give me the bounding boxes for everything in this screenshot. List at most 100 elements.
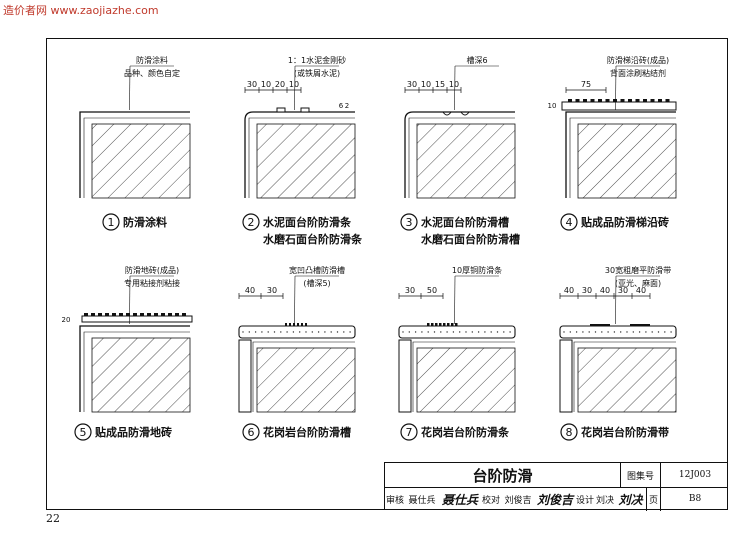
granite-speckle bbox=[626, 331, 628, 333]
design-label: 设计 bbox=[575, 495, 594, 506]
granite-speckle bbox=[280, 331, 282, 333]
designer-name: 刘决 bbox=[595, 495, 614, 506]
granite-speckle bbox=[588, 331, 590, 333]
caption-number: 2 bbox=[248, 216, 255, 229]
title-block: 台阶防滑 图集号 12J003 审核 聂仕兵 聂仕兵 校对 刘俊吉 刘俊吉 设计… bbox=[384, 462, 728, 511]
tile-rib bbox=[650, 99, 655, 102]
granite-speckle bbox=[638, 331, 641, 333]
annotation-text: 专用粘接剂粘接 bbox=[124, 278, 180, 288]
tile-rib bbox=[665, 99, 670, 102]
tile-rib bbox=[84, 313, 88, 316]
concrete-core bbox=[416, 347, 516, 413]
granite-speckle bbox=[446, 331, 448, 333]
dimension-value: 10 bbox=[449, 80, 459, 89]
concrete-core bbox=[91, 123, 191, 199]
annotation-text: 宽凹凸槽防滑槽 bbox=[289, 265, 345, 275]
caption-number: 6 bbox=[248, 426, 255, 439]
copper-strip bbox=[455, 323, 458, 326]
granite-speckle bbox=[254, 331, 257, 333]
granite-tread bbox=[559, 325, 677, 339]
page-code: B8 bbox=[688, 494, 702, 504]
leader-line bbox=[294, 65, 296, 111]
tile-rib bbox=[112, 313, 116, 316]
annotation-text: (槽深5) bbox=[303, 278, 330, 288]
annotation-text: 防滑涂料 bbox=[136, 55, 168, 65]
granite-speckle bbox=[664, 331, 666, 333]
granite-speckle bbox=[427, 331, 429, 333]
side-dimension-value: 6 bbox=[339, 102, 344, 110]
tile-rib bbox=[590, 99, 595, 102]
granite-speckle bbox=[336, 331, 339, 333]
atlas-number: 12J003 bbox=[678, 470, 712, 480]
annotation-text: 防滑梯沿砖(成品) bbox=[607, 55, 669, 65]
dimension-value: 30 bbox=[405, 286, 415, 295]
concrete-core bbox=[256, 123, 356, 199]
leader-line bbox=[129, 65, 131, 111]
dimension-value: 15 bbox=[435, 80, 445, 89]
caption-number: 3 bbox=[406, 216, 413, 229]
dimension-value: 30 bbox=[267, 286, 277, 295]
caption-number-circle bbox=[560, 423, 578, 441]
granite-speckle bbox=[509, 331, 511, 333]
tile-rib bbox=[575, 99, 580, 102]
granite-speckle bbox=[607, 331, 609, 333]
atlas-label: 图集号 bbox=[621, 463, 661, 487]
dimension-value: 50 bbox=[427, 286, 437, 295]
side-dimension-value: 2 bbox=[345, 102, 349, 110]
anti-slip-groove bbox=[442, 111, 470, 116]
granite-speckle bbox=[477, 331, 480, 333]
leader-line bbox=[454, 275, 456, 325]
step-outline bbox=[79, 111, 190, 198]
caption-number-circle bbox=[242, 213, 260, 231]
annotation-text: 背面涂刷粘结剂 bbox=[610, 68, 666, 78]
granite-speckle bbox=[299, 331, 301, 333]
mortar-bed bbox=[412, 341, 515, 412]
checker-signature: 刘俊吉 bbox=[536, 492, 573, 507]
granite-speckle bbox=[440, 331, 442, 333]
granite-speckle bbox=[349, 331, 351, 333]
caption-number-circle bbox=[242, 423, 260, 441]
granite-speckle bbox=[408, 331, 410, 333]
granite-speckle bbox=[261, 331, 263, 333]
granite-speckle bbox=[601, 331, 603, 333]
leader-line bbox=[129, 275, 131, 325]
dimension-value: 40 bbox=[245, 286, 255, 295]
checker-name: 刘俊吉 bbox=[504, 495, 532, 506]
granite-speckle bbox=[620, 331, 622, 333]
caption-number-circle bbox=[400, 423, 418, 441]
granite-speckle bbox=[402, 331, 404, 333]
tile-rib bbox=[168, 313, 172, 316]
annotation-text: (或铁屑水泥) bbox=[294, 68, 340, 78]
annotation-text: 防滑地砖(成品) bbox=[125, 265, 179, 275]
floor-tile bbox=[81, 315, 193, 323]
groove-tooth bbox=[289, 323, 291, 326]
reviewer-signature: 聂仕兵 bbox=[441, 492, 478, 507]
tile-rib bbox=[91, 313, 95, 316]
tile-rib bbox=[613, 99, 617, 102]
granite-speckle bbox=[582, 331, 584, 333]
tile-rib bbox=[105, 313, 109, 316]
caption-text: 贴成品防滑梯沿砖 bbox=[580, 215, 669, 229]
granite-speckle bbox=[569, 331, 571, 333]
caption-number: 1 bbox=[108, 216, 115, 229]
dimension-value: 10 bbox=[289, 80, 299, 89]
tile-rib bbox=[635, 99, 640, 102]
dimension-value: 40 bbox=[636, 286, 646, 295]
dimension-value: 40 bbox=[600, 286, 610, 295]
granite-speckle bbox=[670, 331, 672, 333]
annotation-text: (亚光、麻面) bbox=[615, 278, 661, 288]
annotation-text: 10厚铜防滑条 bbox=[452, 265, 502, 275]
granite-speckle bbox=[459, 331, 461, 333]
tile-rib bbox=[568, 99, 572, 102]
caption-number-circle bbox=[102, 213, 120, 231]
caption-number-circle bbox=[400, 213, 418, 231]
concrete-core bbox=[256, 347, 356, 413]
step-outline bbox=[404, 111, 515, 198]
drawing-title: 台阶防滑 bbox=[385, 463, 621, 487]
annotation-text: 品种、颜色自定 bbox=[124, 68, 180, 78]
tile-rib bbox=[147, 313, 151, 316]
granite-speckle bbox=[490, 331, 492, 333]
